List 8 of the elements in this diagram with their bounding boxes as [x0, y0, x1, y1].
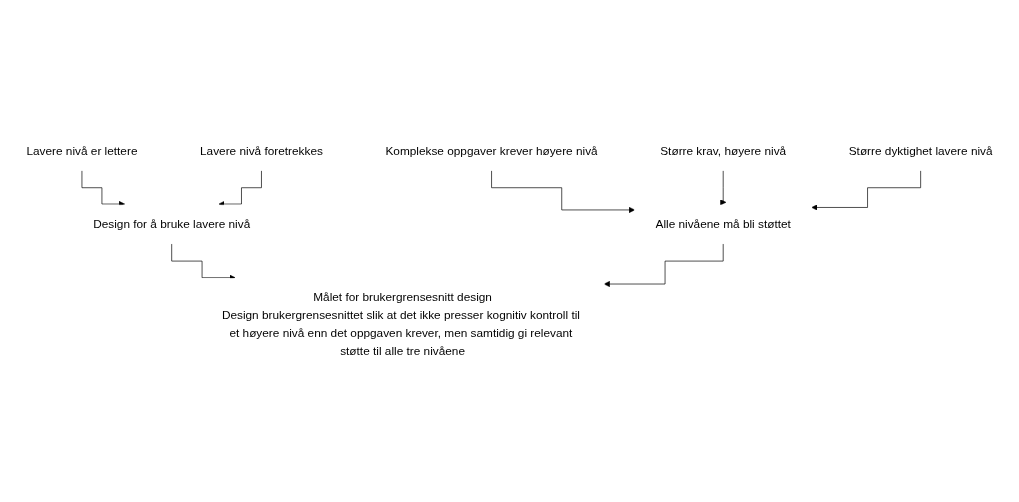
node-text: Lavere nivå er lettere	[26, 144, 138, 158]
node-text: Målet for brukergrensesnitt design Design brukergrensesnittet slik at det ikke presser kognitiv kontroll til et høyere nivå enn det oppgaven krever, men samtidig gi relevant støtte til alle tre nivåene	[221, 290, 580, 358]
node-text: Komplekse oppgaver krever høyere nivå	[385, 144, 598, 158]
node-text: Større dyktighet lavere nivå	[848, 144, 993, 158]
node-text: Større krav, høyere nivå	[660, 144, 787, 158]
node-text: Lavere nivå foretrekkes	[200, 144, 323, 158]
node-text: Design for å bruke lavere nivå	[93, 217, 251, 231]
node-text: Alle nivåene må bli støttet	[655, 217, 791, 231]
